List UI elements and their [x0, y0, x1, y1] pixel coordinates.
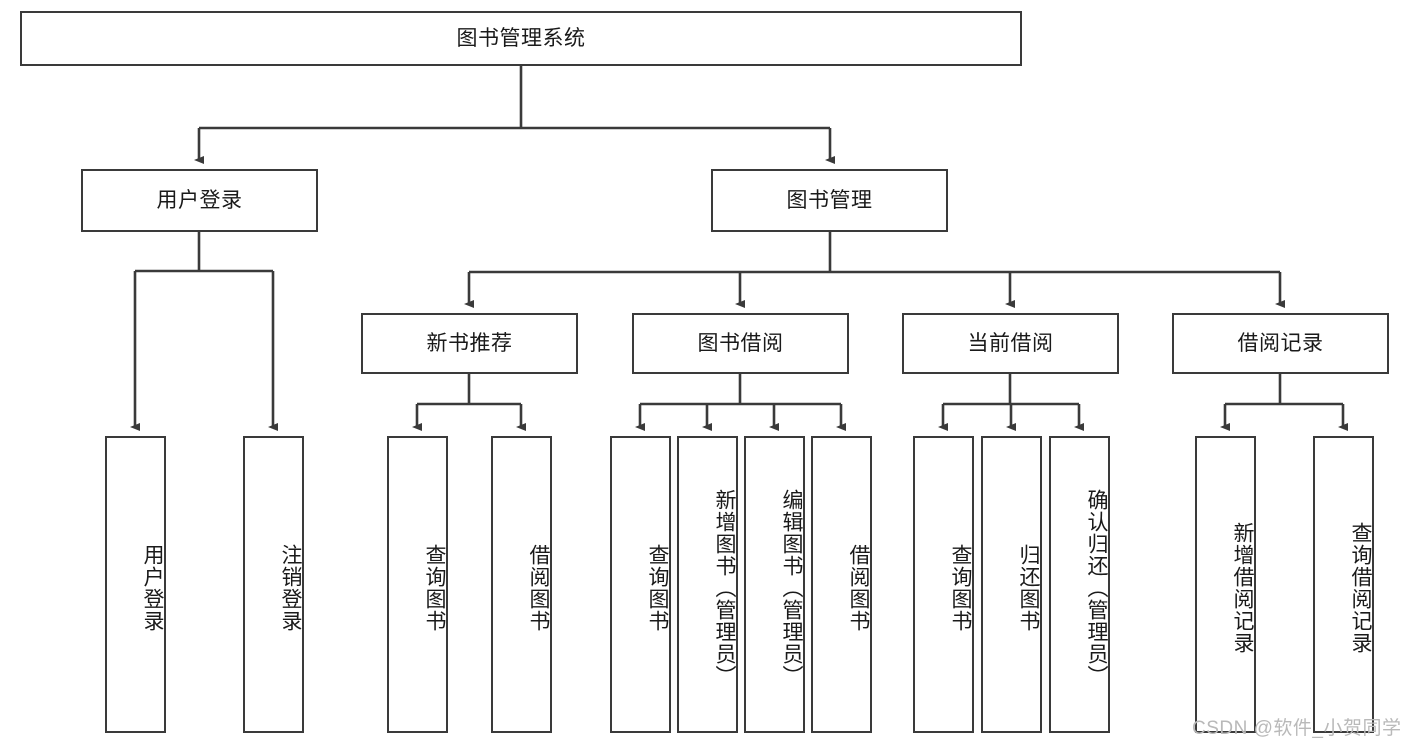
node-label: 图书借阅: [697, 331, 784, 355]
node-label: 注销登录: [279, 543, 302, 632]
node-label: 查询图书: [949, 543, 972, 632]
node-label: 查询图书: [646, 543, 669, 632]
node-label: 借阅图书: [527, 543, 550, 632]
node-leaf-user-login[interactable]: 用户登录: [105, 436, 166, 733]
node-label: 用户登录: [156, 188, 243, 212]
node-leaf-add-record[interactable]: 新增借阅记录: [1195, 436, 1256, 733]
node-label: 当前借阅: [967, 331, 1054, 355]
node-leaf-edit-book[interactable]: 编辑图书（管理员）: [744, 436, 805, 733]
node-leaf-borrow-book-2[interactable]: 借阅图书: [811, 436, 872, 733]
node-label: 新增借阅记录: [1231, 521, 1254, 654]
node-leaf-query-book-2[interactable]: 查询图书: [610, 436, 671, 733]
node-book-management[interactable]: 图书管理: [711, 169, 948, 232]
node-label: 确认归还（管理员）: [1085, 488, 1108, 687]
node-leaf-query-book-3[interactable]: 查询图书: [913, 436, 974, 733]
node-user-login[interactable]: 用户登录: [81, 169, 318, 232]
node-leaf-add-book[interactable]: 新增图书（管理员）: [677, 436, 738, 733]
node-leaf-confirm-return[interactable]: 确认归还（管理员）: [1049, 436, 1110, 733]
node-root-system[interactable]: 图书管理系统: [20, 11, 1022, 66]
node-current-borrow[interactable]: 当前借阅: [902, 313, 1119, 374]
node-label: 新增图书（管理员）: [713, 488, 736, 687]
csdn-watermark: CSDN @软件_小贺同学: [1192, 718, 1402, 739]
node-leaf-borrow-book-1[interactable]: 借阅图书: [491, 436, 552, 733]
node-label: 查询借阅记录: [1349, 521, 1372, 654]
node-book-borrow[interactable]: 图书借阅: [632, 313, 849, 374]
node-label: 用户登录: [141, 543, 164, 632]
node-label: 图书管理: [786, 188, 873, 212]
node-leaf-query-record[interactable]: 查询借阅记录: [1313, 436, 1374, 733]
node-label: 查询图书: [423, 543, 446, 632]
node-label: 编辑图书（管理员）: [780, 488, 803, 687]
node-label: 归还图书: [1017, 543, 1040, 632]
node-leaf-query-book-1[interactable]: 查询图书: [387, 436, 448, 733]
node-borrow-record[interactable]: 借阅记录: [1172, 313, 1389, 374]
node-label: 图书管理系统: [456, 26, 586, 50]
node-leaf-return-book[interactable]: 归还图书: [981, 436, 1042, 733]
node-label: 借阅记录: [1237, 331, 1324, 355]
node-leaf-logout[interactable]: 注销登录: [243, 436, 304, 733]
node-label: 借阅图书: [847, 543, 870, 632]
node-new-book-recommend[interactable]: 新书推荐: [361, 313, 578, 374]
node-label: 新书推荐: [426, 331, 513, 355]
